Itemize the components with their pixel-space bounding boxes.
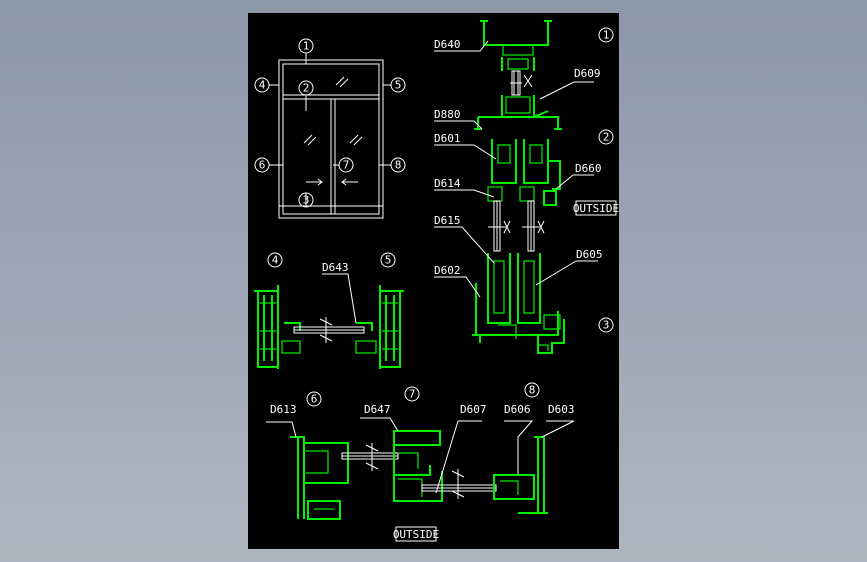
marker-6 xyxy=(254,157,270,173)
label-d660: D660 xyxy=(575,162,602,175)
label-d602: D602 xyxy=(434,264,461,277)
marker-3 xyxy=(298,192,314,208)
marker-2-label: 2 xyxy=(303,82,310,95)
marker-2 xyxy=(298,80,314,96)
drawing-sheet: 1 2 3 4 5 6 7 8 xyxy=(248,13,619,549)
section-marker-1-label: 1 xyxy=(603,29,610,42)
section-marker-5 xyxy=(380,252,396,268)
outside-label: OUTSIDE xyxy=(573,202,619,215)
marker-3-label: 3 xyxy=(303,194,310,207)
section-marker-8 xyxy=(524,382,540,398)
marker-8 xyxy=(390,157,406,173)
section-marker-4-label: 4 xyxy=(272,254,279,267)
label-d613: D613 xyxy=(270,403,297,416)
section-marker-3-label: 3 xyxy=(603,319,610,332)
section-marker-8-label: 8 xyxy=(529,384,536,397)
label-d880: D880 xyxy=(434,108,461,121)
label-d606: D606 xyxy=(504,403,531,416)
label-d607: D607 xyxy=(460,403,487,416)
marker-7-label: 7 xyxy=(343,159,350,172)
label-d615: D615 xyxy=(434,214,461,227)
window-elevation: 1 2 3 4 5 6 7 8 xyxy=(254,38,406,219)
section-4-5: D643 4 5 xyxy=(254,252,404,369)
section-marker-5-label: 5 xyxy=(385,254,392,267)
marker-5-label: 5 xyxy=(395,79,402,92)
section-marker-1 xyxy=(598,27,614,43)
section-marker-7 xyxy=(404,386,420,402)
label-d640: D640 xyxy=(434,38,461,51)
marker-7 xyxy=(338,157,354,173)
marker-4 xyxy=(254,77,270,93)
marker-5 xyxy=(390,77,406,93)
outside-box-bottom xyxy=(395,526,437,542)
label-d603: D603 xyxy=(548,403,575,416)
marker-6-label: 6 xyxy=(259,159,266,172)
outside-box xyxy=(575,200,617,216)
label-d601: D601 xyxy=(434,132,461,145)
label-d647: D647 xyxy=(364,403,391,416)
section-marker-7-label: 7 xyxy=(409,388,416,401)
label-d614: D614 xyxy=(434,177,461,190)
label-d643: D643 xyxy=(322,261,349,274)
section-marker-6-label: 6 xyxy=(311,393,318,406)
section-marker-4 xyxy=(267,252,283,268)
marker-8-label: 8 xyxy=(395,159,402,172)
section-marker-2-label: 2 xyxy=(603,131,610,144)
cad-drawing: 1 2 3 4 5 6 7 8 xyxy=(254,20,619,542)
label-d605: D605 xyxy=(576,248,603,261)
section-marker-3 xyxy=(598,317,614,333)
section-marker-6 xyxy=(306,391,322,407)
marker-1 xyxy=(298,38,314,54)
section-6-7-8: D613 D647 D607 D606 D603 OUTSIDE 6 7 8 xyxy=(266,382,575,542)
vertical-section: D640 D609 D880 D601 D660 D614 D615 D602 … xyxy=(434,20,619,354)
marker-4-label: 4 xyxy=(259,79,266,92)
label-d609: D609 xyxy=(574,67,601,80)
outside-label-bottom: OUTSIDE xyxy=(393,528,439,541)
section-marker-2 xyxy=(598,129,614,145)
marker-1-label: 1 xyxy=(303,40,310,53)
